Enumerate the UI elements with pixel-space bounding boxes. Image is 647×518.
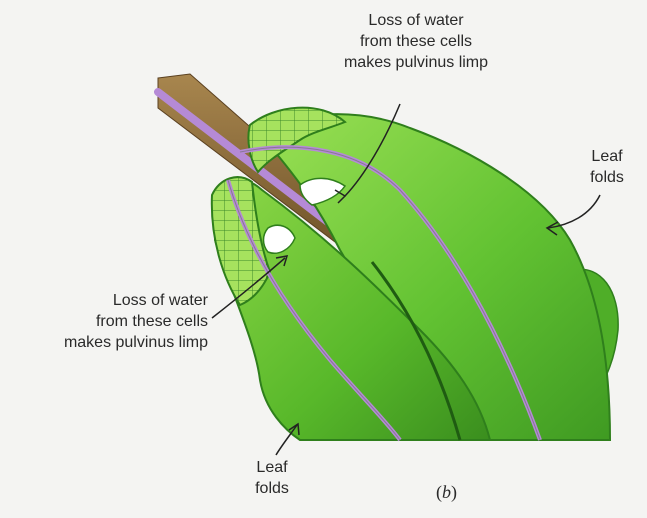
bottom-fold-line-1: Leaf — [242, 457, 302, 478]
panel-letter: b — [442, 482, 451, 502]
left-callout-line-3: makes pulvinus limp — [8, 332, 208, 353]
right-fold-label: Leaf folds — [582, 146, 632, 188]
left-callout-line-1: Loss of water — [8, 290, 208, 311]
panel-label: (b) — [436, 482, 457, 503]
top-callout-line-1: Loss of water — [316, 10, 516, 31]
bottom-fold-label: Leaf folds — [242, 457, 302, 499]
left-callout-line-2: from these cells — [8, 311, 208, 332]
top-callout-line-3: makes pulvinus limp — [316, 52, 516, 73]
right-fold-line-2: folds — [582, 167, 632, 188]
top-callout-line-2: from these cells — [316, 31, 516, 52]
bottom-fold-line-2: folds — [242, 478, 302, 499]
right-fold-line-1: Leaf — [582, 146, 632, 167]
left-callout-label: Loss of water from these cells makes pul… — [8, 290, 208, 353]
top-callout-label: Loss of water from these cells makes pul… — [316, 10, 516, 73]
